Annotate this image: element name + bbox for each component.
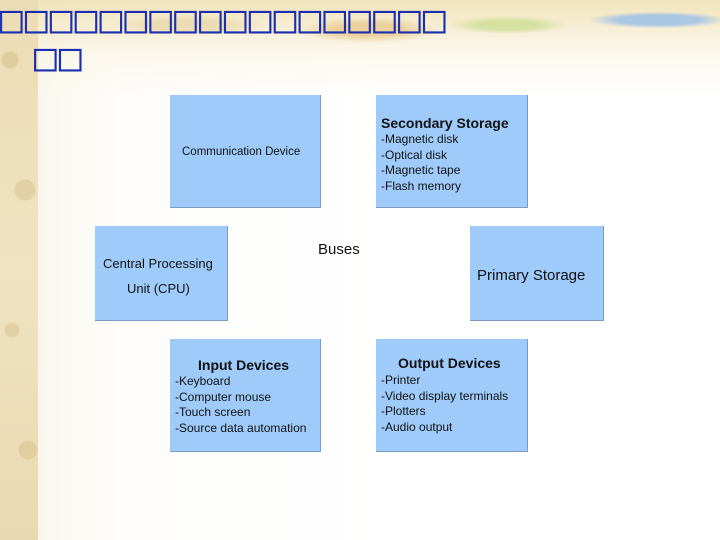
list-item: -Magnetic disk [381,132,459,146]
output-devices-list: -Printer -Video display terminals -Plott… [381,373,508,435]
primary-storage-label: Primary Storage [477,267,586,284]
list-item: -Keyboard [175,374,231,388]
secondary-storage-heading: Secondary Storage [381,115,509,131]
slide-title: □□□□□□□□□□□□□□□□□□ □□ [0,0,720,80]
list-item: -Source data automation [175,420,307,435]
secondary-storage-box: Secondary Storage -Magnetic disk -Optica… [376,95,528,208]
output-devices-heading: Output Devices [398,355,501,371]
decorative-top-banner [38,0,720,95]
communication-device-label: Communication Device [182,146,301,158]
primary-storage-box: Primary Storage [470,226,604,321]
slide-title-line-2: □□ [34,35,84,79]
buses-label: Buses [318,241,360,258]
communication-device-box: Communication Device [170,95,321,208]
decorative-left-strip [0,0,38,540]
input-devices-heading: Input Devices [198,357,290,373]
cpu-label-line-1: Central Processing [103,256,213,271]
list-item: -Flash memory [381,178,462,193]
cpu-label-line-2: Unit (CPU) [127,281,190,296]
output-devices-box: Output Devices -Printer -Video display t… [376,339,528,452]
list-item: -Magnetic tape [381,163,461,177]
slide-title-line-1: □□□□□□□□□□□□□□□□□□ [0,0,448,41]
list-item: -Optical disk [381,147,448,162]
list-item: -Plotters [381,404,426,418]
list-item: -Video display terminals [381,388,509,403]
list-item: -Audio output [381,419,453,434]
secondary-storage-list: -Magnetic disk -Optical disk -Magnetic t… [381,132,461,194]
list-item: -Computer mouse [175,389,272,404]
input-devices-box: Input Devices -Keyboard -Computer mouse … [170,339,321,452]
cpu-box: Central Processing Unit (CPU) [95,226,228,321]
list-item: -Touch screen [175,405,251,419]
input-devices-list: -Keyboard -Computer mouse -Touch screen … [175,374,306,436]
list-item: -Printer [381,373,421,387]
